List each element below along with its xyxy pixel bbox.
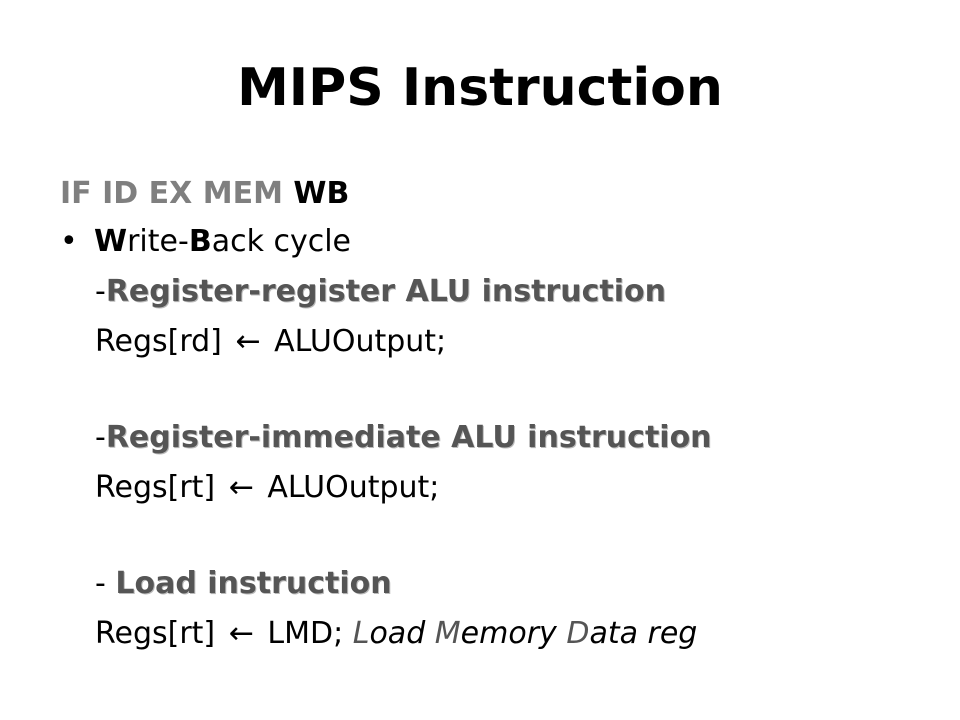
code-source: ALUOutput; [267, 470, 440, 505]
code-source: ALUOutput; [274, 324, 447, 359]
section-dash: - [95, 274, 106, 309]
bullet-rite: rite- [127, 224, 189, 259]
lmd-note-oad: oad [369, 616, 435, 651]
section-header-text: Register-register ALU instruction [105, 274, 666, 309]
code-target: Regs[rt] [95, 616, 216, 651]
lmd-note-emory: emory [460, 616, 567, 651]
pipeline-stages: IF ID EX MEM WB [60, 176, 349, 211]
lmd-note-l: L [352, 616, 370, 651]
left-arrow-icon: ← [235, 324, 261, 359]
stage-id: ID [102, 176, 139, 211]
stage-mem: MEM [202, 176, 283, 211]
section-dash: - [95, 420, 106, 455]
bullet-marker: • [60, 224, 78, 259]
stage-wb: WB [293, 176, 350, 211]
slide-title: MIPS Instruction [237, 58, 723, 118]
stage-if: IF [60, 176, 92, 211]
code-target: Regs[rt] [95, 470, 216, 505]
section-header-reg-reg: -Register-register ALU instruction [95, 274, 666, 309]
section-header-text: Load instruction [115, 566, 392, 601]
left-arrow-icon: ← [228, 616, 254, 651]
left-arrow-icon: ← [228, 470, 254, 505]
code-target: Regs[rd] [95, 324, 222, 359]
bullet-b: B [188, 224, 212, 259]
lmd-note-ata: ata reg [589, 616, 698, 651]
lmd-note-d: D [566, 616, 590, 651]
section-header-load: - Load instruction [95, 566, 392, 601]
section-header-text: Register-immediate ALU instruction [105, 420, 712, 455]
section-header-reg-imm: -Register-immediate ALU instruction [95, 420, 712, 455]
bullet-ack: ack cycle [211, 224, 352, 259]
code-line-reg-imm: Regs[rt] ← ALUOutput; [95, 470, 439, 505]
section-dash: - [95, 566, 116, 601]
code-line-load: Regs[rt] ← LMD; Load Memory Data reg [95, 616, 697, 651]
stage-ex: EX [148, 176, 193, 211]
code-line-reg-reg: Regs[rd] ← ALUOutput; [95, 324, 446, 359]
write-back-bullet: • Write-Back cycle [60, 224, 351, 259]
lmd-note: Load Memory Data reg [353, 616, 698, 651]
lmd-note-m: M [434, 616, 461, 651]
code-source: LMD; [267, 616, 344, 651]
bullet-w: W [94, 224, 128, 259]
